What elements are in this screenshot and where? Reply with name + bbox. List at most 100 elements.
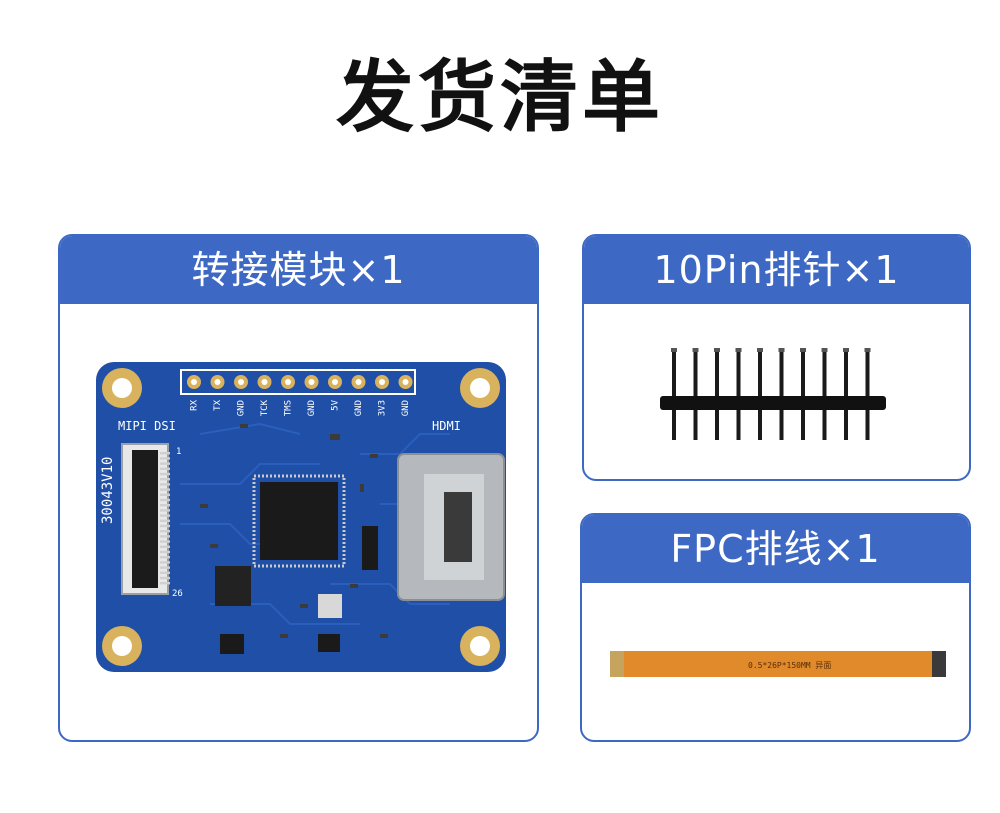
pin-header [660, 348, 886, 440]
page-title: 发货清单 [335, 53, 664, 143]
mounting-holes [102, 368, 500, 666]
header-pin-tip [800, 348, 806, 352]
fpc-connector-pin [160, 566, 170, 569]
fpc-connector-pin [160, 483, 170, 486]
hdmi-label: HDMI [432, 419, 461, 433]
silkscreen-label: GND [354, 400, 364, 416]
fpc-connector-pin [160, 519, 170, 522]
header-pin-tip [714, 348, 720, 352]
fpc-connector-pin [160, 514, 170, 517]
header-pin [758, 348, 762, 440]
chip-small-4 [362, 526, 378, 570]
fpc-connector-pin [160, 545, 170, 548]
fpc-connector-pin [160, 478, 170, 481]
header-pin [822, 348, 827, 440]
fpc-connector-pin [160, 493, 170, 496]
header-pin [672, 348, 676, 440]
header-pin [736, 348, 741, 440]
silkscreen-label: 5V [331, 399, 341, 410]
fpc-connector-pin [160, 530, 170, 533]
fpc-connector-pin [160, 561, 170, 564]
fpc-connector-slot [132, 450, 158, 588]
header-pin-tip [864, 348, 871, 352]
chip-small-2 [220, 634, 244, 654]
chip-small-1 [215, 566, 251, 606]
fpc-connector-pin [160, 504, 170, 507]
crystal-oscillator [318, 594, 342, 618]
fpc-connector-pin [160, 472, 170, 476]
pin-header-image-area [584, 304, 969, 479]
silkscreen-label: GND [401, 400, 411, 416]
fpc-connector-pin [160, 582, 170, 585]
fpc-cable [610, 651, 946, 677]
adapter-module-image-area: RX TX GND TCK TMS GND 5V GND 3V3 GND MIPI DSI HDM… [60, 304, 537, 740]
header-pin-hole [191, 379, 197, 385]
fpc-connector-pin [160, 509, 170, 512]
fpc-connector-pin [160, 535, 170, 538]
item-label-adapter-module: 转接模块×1 [60, 236, 537, 304]
adapter-board-image: RX TX GND TCK TMS GND 5V GND 3V3 GND MIPI DSI HDM… [96, 362, 506, 672]
chip-small-3 [318, 634, 340, 652]
silkscreen-label: TCK [260, 399, 270, 416]
header-pin-hole [261, 379, 268, 385]
silkscreen-labels: RX TX GND TCK TMS GND 5V GND 3V3 GND [190, 399, 412, 416]
header-pin-tip [821, 348, 828, 352]
header-pin-hole [285, 379, 291, 385]
header-pin [844, 348, 848, 440]
header-pin [715, 348, 719, 440]
silkscreen-label: RX [190, 399, 200, 410]
header-pin-hole [332, 379, 338, 385]
header-pin-tip [843, 348, 849, 352]
pin-header-image [660, 348, 886, 440]
fpc-cable-end-left [610, 651, 624, 677]
fpc-connector-pin [160, 457, 170, 460]
header-pin-hole [355, 379, 362, 385]
header-pin-tip [671, 348, 677, 352]
version-label: 30043V10 [100, 457, 116, 524]
silkscreen-label: GND [237, 400, 247, 416]
smd-components [200, 424, 388, 638]
hdmi-port-opening [444, 492, 472, 562]
silkscreen-label: GND [307, 400, 317, 416]
fpc-connector-pin [160, 452, 170, 455]
item-label-pin-header: 10Pin排针×1 [584, 236, 969, 304]
silkscreen-label: 3V3 [378, 400, 388, 416]
header-pin-tip [692, 348, 699, 352]
header-pin-tip [778, 348, 785, 352]
pin-end-label: 26 [172, 589, 183, 599]
fpc-connector-pin [160, 524, 170, 528]
header-pin-hole [402, 379, 409, 385]
item-label-fpc-cable: FPC排线×1 [582, 515, 969, 583]
header-pins [187, 375, 413, 389]
fpc-connector-pin [160, 488, 170, 491]
fpc-connector-pin [160, 498, 170, 502]
main-chip-pins [252, 474, 346, 568]
mipi-dsi-label: MIPI DSI [118, 419, 176, 433]
fpc-cable-print: 0.5*26P*150MM 异面 [748, 661, 831, 670]
header-pin-hole [308, 379, 315, 385]
header-pin-tip [735, 348, 742, 352]
header-pin-outline [180, 369, 416, 395]
fpc-connector-pin [160, 462, 170, 465]
item-card-fpc-cable: FPC排线×1 0.5*26P*150MM 异面 [580, 513, 971, 742]
header-pin [779, 348, 784, 440]
fpc-connector-pin [160, 467, 170, 470]
fpc-connector-pin [160, 540, 170, 543]
pin-one-label: 1 [176, 447, 181, 457]
fpc-cable-end-right [932, 651, 946, 677]
fpc-cable-image: 0.5*26P*150MM 异面 [610, 651, 946, 677]
header-pin-hole [379, 379, 385, 385]
item-card-pin-header: 10Pin排针×1 [582, 234, 971, 481]
header-pin-tip [757, 348, 763, 352]
main-chip [260, 482, 338, 560]
header-plastic-strip [660, 396, 886, 410]
fpc-connector-pin [160, 576, 170, 580]
fpc-connector-pins [160, 452, 170, 585]
fpc-connector-pin [160, 571, 170, 574]
header-pin [865, 348, 870, 440]
silkscreen-label: TMS [284, 400, 294, 416]
fpc-cable-image-area: 0.5*26P*150MM 异面 [582, 583, 969, 740]
silkscreen-label: TX [213, 399, 223, 410]
header-pin [693, 348, 698, 440]
